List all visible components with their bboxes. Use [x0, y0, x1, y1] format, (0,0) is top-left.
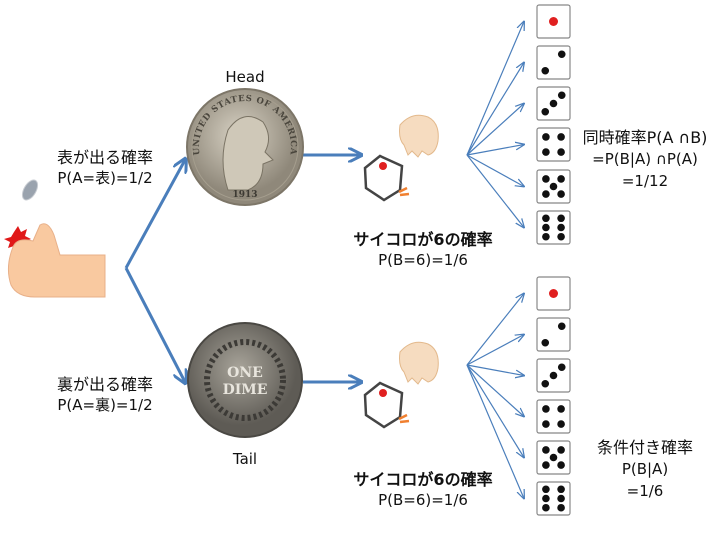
outcome-arrow	[466, 364, 524, 458]
die-face-2	[536, 45, 571, 80]
dice-prob-value-bottom: P(B=6)=1/6	[378, 491, 468, 509]
die-pip	[557, 405, 565, 413]
die-face-3	[536, 358, 571, 393]
die-pip	[557, 446, 565, 454]
die-pip	[557, 133, 565, 141]
arrow-to-tail	[124, 267, 185, 382]
die-pip	[549, 453, 558, 462]
coin-head-image: UNITED STATES OF AMERICA 1913	[186, 88, 304, 206]
outcome-arrow	[466, 335, 524, 366]
die-pip	[541, 107, 550, 116]
die-pip	[542, 223, 550, 232]
outcome-arrow	[466, 22, 524, 156]
die-pip	[541, 379, 550, 388]
outcome-arrow	[466, 294, 524, 366]
joint-prob-formula: =P(B|A) ∩P(A)	[592, 150, 698, 168]
dice-throw-icon-bottom	[363, 341, 439, 429]
die-pip	[542, 420, 550, 428]
tail-prob-value: P(A=裏)=1/2	[57, 396, 153, 414]
die-face-1	[536, 4, 571, 39]
joint-prob-value: =1/12	[621, 172, 669, 190]
head-prob-title: 表が出る確率	[56, 148, 154, 167]
outcome-arrow	[466, 364, 524, 417]
die-face-6	[536, 481, 571, 516]
outcome-arrow	[466, 364, 524, 376]
die-pip	[557, 503, 565, 512]
dice-prob-title-bottom: サイコロが6の確率	[353, 470, 493, 489]
die-pip	[549, 289, 558, 298]
die-pip	[557, 494, 565, 503]
die-pip	[542, 446, 550, 454]
die-pip	[542, 214, 550, 223]
coin-tail-image: ONE DIME	[187, 322, 303, 438]
tail-label: Tail	[232, 450, 258, 468]
die-pip	[557, 148, 565, 156]
die-pip	[557, 322, 566, 331]
die-pip	[557, 175, 565, 183]
die-face-3	[536, 86, 571, 121]
die-face-5	[536, 169, 571, 204]
die-pip	[542, 461, 550, 469]
dice-prob-value-top: P(B=6)=1/6	[378, 251, 468, 269]
die-pip	[542, 503, 550, 512]
cond-prob-formula: P(B|A)	[621, 460, 669, 478]
die-pip	[557, 223, 565, 232]
die-pip	[557, 214, 565, 223]
die-pip	[542, 133, 550, 141]
die-pip	[549, 182, 558, 191]
svg-text:DIME: DIME	[223, 382, 268, 398]
die-pip	[549, 17, 558, 26]
dice-faces-top	[536, 4, 571, 245]
outcome-arrow	[466, 154, 524, 228]
die-pip	[542, 148, 550, 156]
die-face-1	[536, 276, 571, 311]
dice-throw-icon-top	[363, 114, 439, 202]
outcome-arrow	[466, 63, 524, 156]
die-pip	[541, 338, 550, 347]
die-pip	[549, 371, 558, 380]
die-face-6	[536, 210, 571, 245]
die-pip	[557, 363, 566, 372]
die-pip	[541, 66, 550, 75]
die-face-2	[536, 317, 571, 352]
die-pip	[557, 50, 566, 59]
die-pip	[542, 175, 550, 183]
die-face-5	[536, 440, 571, 475]
head-label: Head	[225, 68, 265, 86]
outcome-arrow	[466, 145, 524, 156]
coin-branch-arrows	[124, 155, 360, 382]
die-pip	[557, 461, 565, 469]
outcome-arrow	[466, 154, 524, 187]
die-pip	[557, 91, 566, 100]
head-prob-value: P(A=表)=1/2	[57, 169, 153, 187]
die-pip	[557, 420, 565, 428]
coin-head-year: 1913	[232, 190, 257, 200]
hand-flipping-coin-icon	[4, 179, 106, 298]
die-pip	[542, 190, 550, 198]
die-pip	[557, 232, 565, 241]
die-pip	[542, 232, 550, 241]
cond-prob-value: =1/6	[626, 482, 664, 500]
dice-prob-title-top: サイコロが6の確率	[353, 230, 493, 249]
die-face-4	[536, 127, 571, 162]
joint-prob-title: 同時確率P(A ∩B)	[582, 128, 708, 147]
dice-outcome-arrows-bottom	[466, 294, 524, 499]
dice-faces-bottom	[536, 276, 571, 516]
tail-prob-title: 裏が出る確率	[56, 375, 154, 394]
die-pip	[557, 190, 565, 198]
svg-text:ONE: ONE	[227, 365, 263, 381]
die-pip	[557, 485, 565, 494]
die-pip	[549, 99, 558, 108]
die-pip	[542, 405, 550, 413]
die-face-4	[536, 399, 571, 434]
arrow-to-head	[124, 160, 185, 269]
outcome-arrow	[466, 364, 524, 499]
cond-prob-title: 条件付き確率	[596, 438, 694, 457]
die-pip	[542, 494, 550, 503]
dice-outcome-arrows-top	[466, 22, 524, 228]
outcome-arrow	[466, 104, 524, 156]
die-pip	[542, 485, 550, 494]
